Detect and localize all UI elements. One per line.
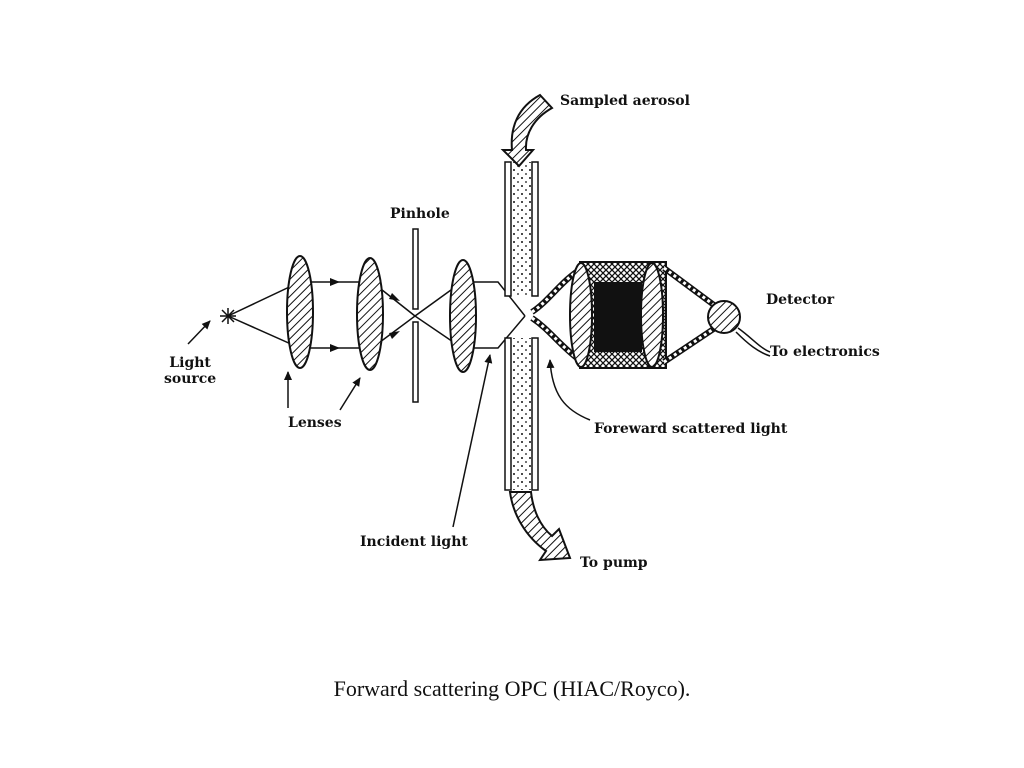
- forward-scattered-light-label: Foreward scattered light: [594, 421, 788, 437]
- light-source-label-line2: source: [164, 371, 217, 387]
- sample-tube: [504, 161, 539, 491]
- pinhole-plate: [412, 228, 419, 403]
- ray-direction-arrows: [330, 278, 400, 352]
- light-source-label-line1: Light: [169, 355, 211, 371]
- to-pump-label: To pump: [580, 555, 648, 571]
- light-source-label: Light source: [164, 355, 216, 387]
- lens-1: [286, 255, 314, 369]
- pump-outlet-arrow-icon: [508, 491, 572, 562]
- detector-label: Detector: [766, 292, 835, 308]
- figure-caption: Forward scattering OPC (HIAC/Royco).: [333, 676, 691, 701]
- aerosol-inlet-arrow-icon: [500, 93, 554, 168]
- lens-2: [356, 257, 384, 371]
- leader-lines: [187, 320, 591, 528]
- lens-3: [449, 259, 477, 373]
- collection-optics: [530, 261, 720, 369]
- lenses-label: Lenses: [288, 415, 342, 431]
- to-electronics-label: To electronics: [770, 344, 880, 360]
- sampled-aerosol-label: Sampled aerosol: [560, 93, 690, 109]
- pinhole-label: Pinhole: [390, 206, 450, 222]
- detector-cable: [737, 327, 771, 353]
- detector-cable-2: [735, 331, 771, 357]
- detector-icon: [707, 300, 741, 334]
- incident-light-label: Incident light: [360, 534, 468, 550]
